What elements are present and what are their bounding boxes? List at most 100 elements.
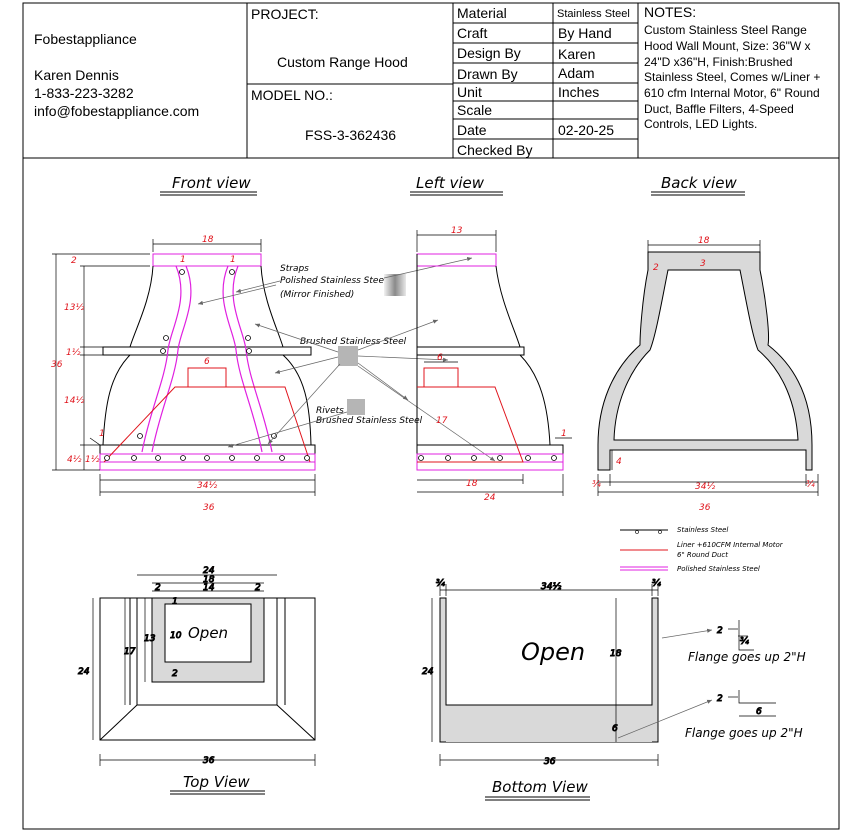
sheet-border — [22, 2, 840, 830]
spec-label: Material — [457, 5, 507, 21]
dim-bottom-inner: 34½ — [541, 582, 561, 592]
brushed-swatch — [338, 346, 358, 366]
model-label: MODEL NO.: — [251, 87, 333, 103]
callouts: Straps Polished Stainless Steel (Mirror … — [197, 257, 496, 462]
dim-top-13: 13 — [144, 634, 156, 644]
dim-top-14: 14 — [203, 583, 215, 593]
callout-rivets: Rivets — [316, 406, 344, 416]
spec-label: Drawn By — [457, 66, 518, 82]
callout-rivets-material: Brushed Stainless Steel — [316, 416, 423, 426]
dim-top-18: 18 — [203, 575, 215, 585]
dim-top-2l: 2 — [155, 583, 161, 593]
callout-mirror: (Mirror Finished) — [280, 290, 354, 300]
dim-front-upper: 13½ — [64, 303, 84, 313]
spec-label: Unit — [457, 84, 482, 100]
top-view-title: Top View — [183, 773, 250, 791]
spec-value: Stainless Steel — [557, 8, 630, 20]
rivet-swatch — [347, 399, 365, 415]
dim-bottom-width: 36 — [544, 757, 556, 767]
spec-label: Craft — [457, 25, 487, 41]
notes-line: 24"D x36"H, Finish:Brushed — [644, 55, 793, 69]
dim-back-total: 36 — [699, 503, 711, 513]
model-value: FSS-3-362436 — [305, 127, 396, 143]
contact-email: info@fobestappliance.com — [34, 103, 199, 119]
dim-front-duct: 6 — [204, 357, 210, 367]
top-open-label: Open — [188, 624, 228, 642]
legend-polished: Polished Stainless Steel — [677, 565, 760, 573]
dim-left-total-depth: 24 — [484, 493, 496, 503]
callout-polished: Polished Stainless Steel — [280, 276, 387, 286]
callout-straps: Straps — [280, 264, 309, 274]
dim-left-liner-height: 17 — [436, 416, 448, 426]
company-name: Fobestappliance — [34, 31, 137, 47]
dim-front-total-height: 36 — [51, 360, 63, 370]
spec-value: By Hand — [558, 25, 612, 41]
dim-top-17: 17 — [124, 647, 136, 657]
notes-line: Stainless Steel, Comes w/Liner + — [644, 70, 820, 84]
dim-bottom-flange-l: ¾ — [436, 579, 445, 589]
spec-label: Checked By — [457, 142, 532, 158]
dim-back-leg: 4 — [616, 457, 622, 467]
dim-front-top-width: 18 — [202, 235, 214, 245]
notes-title: NOTES: — [644, 4, 696, 20]
contact-name: Karen Dennis — [34, 67, 119, 83]
dim-top-2r: 2 — [255, 583, 261, 593]
legend-duct: 6" Round Duct — [677, 551, 728, 559]
dim-back-flange-right: ¾ — [806, 480, 815, 490]
spec-value: 02-20-25 — [558, 122, 614, 138]
spec-label: Date — [457, 122, 487, 138]
dim-top-10: 10 — [170, 631, 182, 641]
spec-table: Material Stainless Steel Craft By Hand D… — [457, 5, 630, 158]
notes-text: Custom Stainless Steel Range Hood Wall M… — [644, 23, 820, 131]
dim-front-lower: 14½ — [64, 396, 84, 406]
dim-back-side: 2 — [653, 263, 659, 273]
dim-flange-t-1: ¾ — [740, 637, 749, 647]
dim-back-thickness: 3 — [700, 259, 706, 269]
dim-front-top-height: 2 — [71, 256, 77, 266]
dim-top-depth-total: 24 — [203, 566, 215, 576]
contact-phone: 1-833-223-3282 — [34, 85, 134, 101]
top-view: 24 18 14 2 2 24 17 13 10 2 1 36 Open — [78, 566, 316, 767]
bottom-view-title: Bottom View — [492, 778, 588, 796]
spec-label: Scale — [457, 102, 492, 118]
dim-front-band: 1½ — [66, 348, 81, 358]
back-view-title: Back view — [661, 174, 737, 192]
view-titles: Front view Left view Back view Top View … — [160, 174, 745, 801]
bottom-open-label: Open — [521, 638, 585, 666]
dim-front-strap-offset: 1 — [180, 255, 186, 265]
spec-value: Adam — [558, 65, 595, 81]
dim-front-base: 4½ — [67, 455, 82, 465]
left-dimensions: 13 6 17 18 24 1 — [436, 226, 567, 503]
notes-line: 610 cfm Internal Motor, 6" Round — [644, 86, 820, 100]
dim-top-1: 1 — [172, 597, 178, 607]
left-view-title: Left view — [416, 174, 485, 192]
dim-front-total-width: 36 — [203, 503, 215, 513]
dim-bottom-depth: 24 — [422, 667, 434, 677]
notes-line: Hood Wall Mount, Size: 36"W x — [644, 39, 811, 53]
dim-back-inner: 34½ — [695, 482, 715, 492]
legend-liner: Liner +610CFM Internal Motor — [677, 541, 784, 549]
dim-bottom-6: 6 — [612, 724, 618, 734]
dim-left-duct: 6 — [437, 353, 443, 363]
dim-front-ledge: 1 — [99, 429, 105, 439]
dim-left-liner-depth: 18 — [466, 479, 478, 489]
spec-value: Karen — [558, 46, 595, 62]
dim-front-base2: 1½ — [85, 455, 100, 465]
notes-line: Duct, Baffle Filters, 4-Speed — [644, 102, 794, 116]
notes-line: Controls, LED Lights. — [644, 117, 757, 131]
bottom-view: ¾ 34½ ¾ 24 18 6 36 Open 2 ¾ 2 6 Flange g… — [422, 579, 806, 768]
dim-flange-up-2: 2 — [717, 694, 723, 704]
dim-left-top: 13 — [451, 226, 463, 236]
dim-back-top: 18 — [698, 236, 710, 246]
spec-label: Design By — [457, 45, 521, 61]
flange-note-1: Flange goes up 2"H — [688, 650, 806, 664]
project-label: PROJECT: — [251, 6, 319, 22]
project-value: Custom Range Hood — [277, 54, 408, 70]
dim-top-24: 24 — [78, 667, 90, 677]
left-view — [416, 230, 572, 496]
flange-note-2: Flange goes up 2"H — [685, 726, 803, 740]
spec-value: Inches — [558, 84, 599, 100]
dim-front-strap-offset2: 1 — [230, 255, 236, 265]
polished-swatch — [384, 274, 406, 296]
